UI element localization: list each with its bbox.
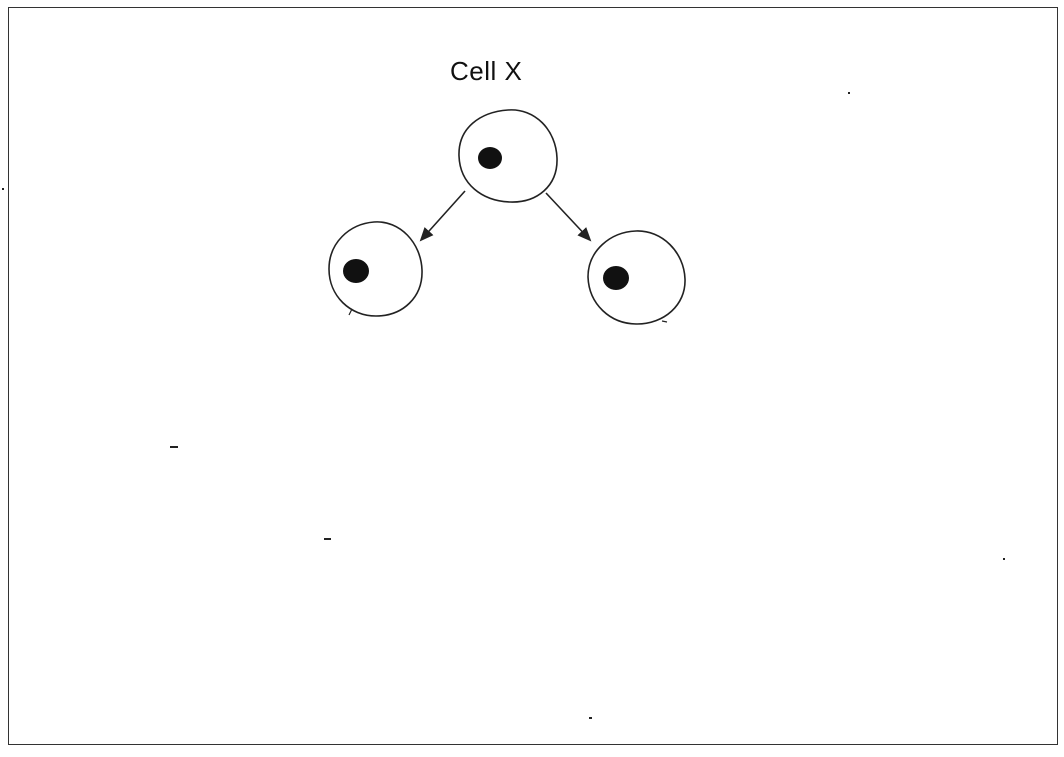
scan-speck bbox=[848, 92, 850, 94]
parent-cell-membrane bbox=[458, 109, 558, 203]
daughter-cell-left bbox=[328, 221, 423, 317]
scan-speck bbox=[2, 188, 4, 190]
arrow-to-right-daughter bbox=[545, 192, 592, 242]
daughter-cell-left-tail bbox=[348, 308, 353, 316]
daughter-cell-right-tail bbox=[661, 320, 668, 323]
scan-speck bbox=[324, 538, 331, 540]
scan-speck bbox=[1003, 558, 1005, 560]
diagram-title: Cell X bbox=[450, 56, 523, 86]
parent-cell-nucleus bbox=[478, 147, 502, 169]
arrow-to-left-daughter bbox=[419, 190, 466, 242]
parent-cell bbox=[458, 109, 558, 203]
scan-speck bbox=[170, 446, 178, 448]
daughter-cell-right-nucleus bbox=[603, 266, 629, 290]
daughter-cell-right-membrane bbox=[587, 230, 686, 325]
scan-speck bbox=[589, 717, 592, 719]
diagram-frame bbox=[8, 7, 1058, 745]
daughter-cell-left-membrane bbox=[328, 221, 423, 317]
daughter-cell-left-nucleus bbox=[343, 259, 369, 283]
daughter-cell-right bbox=[587, 230, 686, 325]
